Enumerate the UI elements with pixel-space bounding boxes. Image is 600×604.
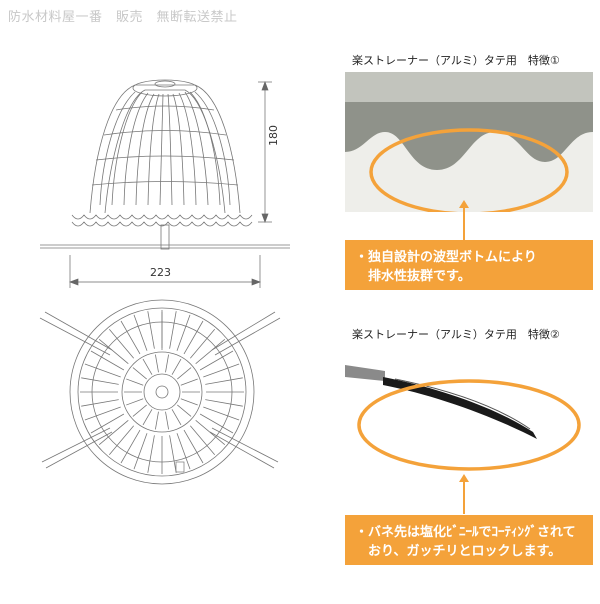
radial-slot [183, 429, 204, 464]
coated-spring-photo [345, 347, 593, 477]
inner-slot [142, 409, 153, 426]
radial-slot [195, 419, 226, 446]
radial-slot [176, 433, 191, 470]
radial-slot [81, 377, 119, 385]
radial-slot [195, 338, 226, 365]
inner-slot [180, 398, 198, 406]
radial-slot [84, 406, 121, 421]
radial-slot [108, 328, 135, 359]
feature-1-arrow-icon [459, 200, 469, 240]
inner-slot [126, 378, 144, 386]
radial-slot [205, 399, 243, 407]
feature-1-line-1: ・独自設計の波型ボトムにより [355, 250, 537, 265]
radial-slot [147, 311, 155, 349]
inner-slot [132, 367, 147, 380]
radial-slot [98, 338, 129, 365]
watermark: 防水材料屋一番 販売 無断転送禁止 [8, 10, 238, 25]
feature-1-title: 楽ストレーナー（アルミ）タテ用 特徴① [352, 54, 560, 67]
inner-slot [155, 411, 159, 430]
radial-slot [84, 363, 121, 378]
inner-slot [171, 358, 182, 375]
radial-slot [98, 419, 129, 446]
radial-slot [133, 314, 148, 351]
inner-slot [180, 378, 198, 386]
inner-slot [177, 404, 192, 417]
inner-slot [165, 411, 169, 430]
radial-slot [133, 433, 148, 470]
feature-2-line-1: ・バネ先は塩化ﾋﾞﾆｰﾙでｺｰﾃｨﾝｸﾞされて [355, 525, 576, 540]
radial-slot [169, 311, 177, 349]
inner-slot [126, 398, 144, 406]
feature-1-callout: ・独自設計の波型ボトムにより 排水性抜群です。 [345, 240, 593, 290]
inner-slot [165, 354, 169, 373]
inner-slot [171, 409, 182, 426]
feature-2-line-2: おり、ガッチリとロックします。 [355, 544, 562, 559]
inner-slot [155, 354, 159, 373]
inner-slot [142, 358, 153, 375]
radial-slot [203, 406, 240, 421]
radial-slot [199, 350, 234, 371]
radial-slot [147, 435, 155, 473]
radial-slot [199, 413, 234, 434]
top-view-drawing [39, 299, 281, 485]
radial-slot [189, 425, 216, 456]
radial-slot [183, 320, 204, 355]
height-dimension-label: 180 [267, 125, 280, 146]
inner-slot [177, 367, 192, 380]
radial-slot [189, 328, 216, 359]
width-dimension-label: 223 [150, 266, 171, 279]
feature-1-line-2: 排水性抜群です。 [355, 269, 471, 284]
radial-slot [81, 399, 119, 407]
radial-slot [120, 429, 141, 464]
feature-2-title: 楽ストレーナー（アルミ）タテ用 特徴② [352, 328, 560, 341]
technical-drawings: 180 223 [39, 79, 290, 485]
radial-slot [120, 320, 141, 355]
inner-slot [132, 404, 147, 417]
radial-slot [176, 314, 191, 351]
radial-slot [205, 377, 243, 385]
wave-bottom-photo [345, 72, 593, 212]
radial-slot [108, 425, 135, 456]
side-view-drawing [40, 79, 290, 288]
feature-2-arrow-icon [459, 474, 469, 514]
radial-slot [203, 363, 240, 378]
radial-slot [169, 435, 177, 473]
radial-slot [90, 413, 125, 434]
radial-slot [90, 350, 125, 371]
feature-2-callout: ・バネ先は塩化ﾋﾞﾆｰﾙでｺｰﾃｨﾝｸﾞされて おり、ガッチリとロックします。 [345, 515, 593, 565]
